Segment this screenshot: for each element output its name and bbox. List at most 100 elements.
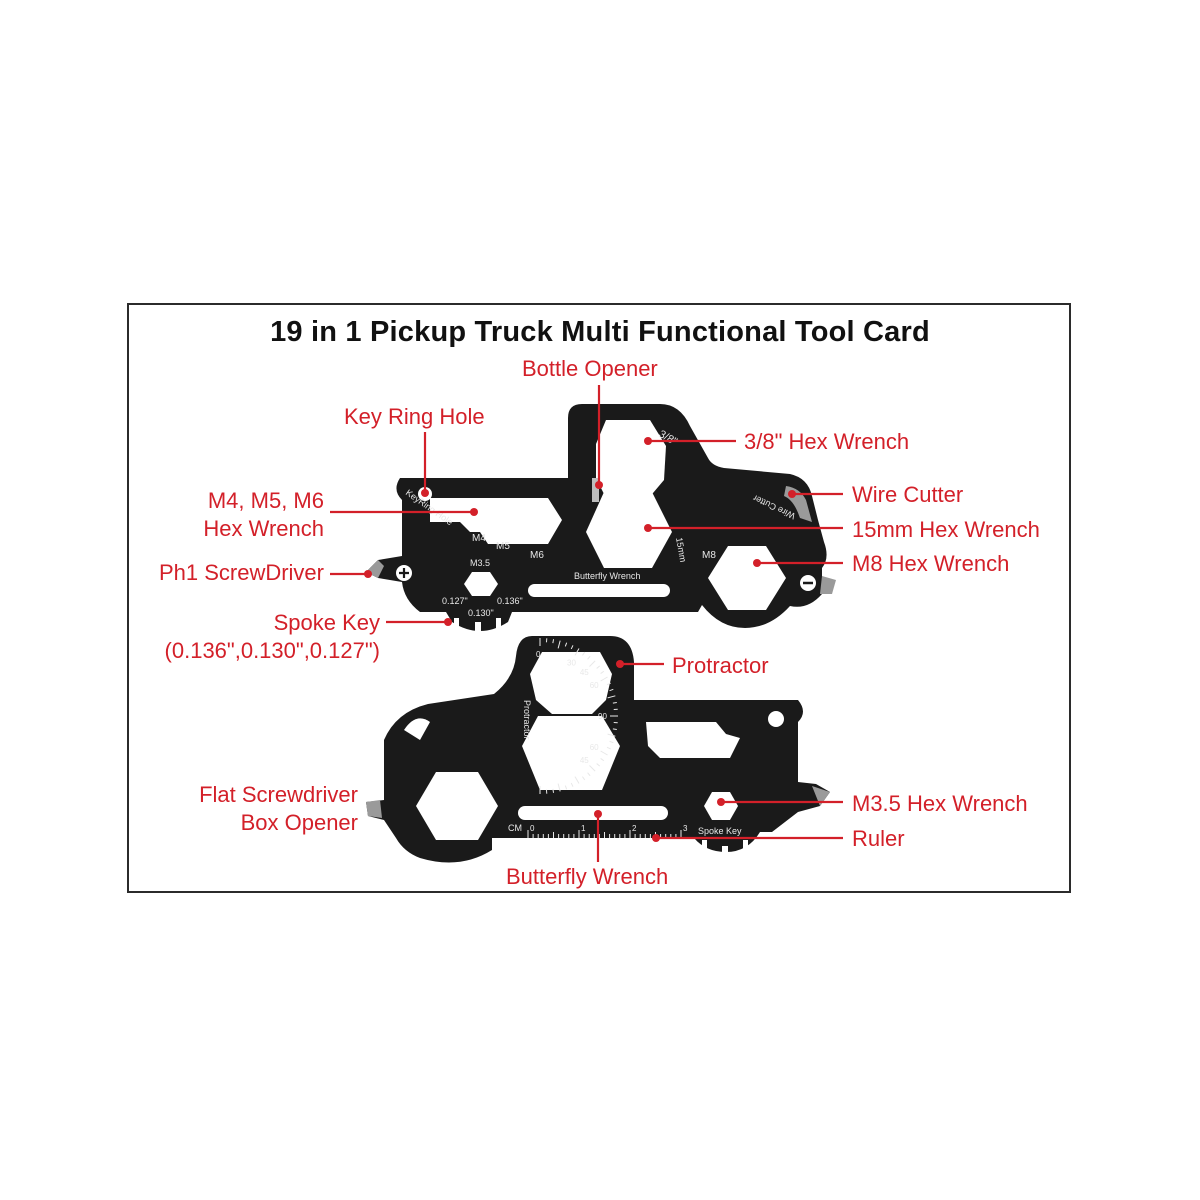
fifteen-mm-hex-opening xyxy=(586,492,672,568)
protractor-tick xyxy=(574,648,580,656)
callout-spoke-key: Spoke Key (0.136",0.130",0.127") xyxy=(165,610,452,663)
callout-hex-15mm: 15mm Hex Wrench xyxy=(644,517,1040,542)
callout-hex-m8: M8 Hex Wrench xyxy=(753,551,1009,576)
label-wire-cutter: Wire Cutter xyxy=(852,482,963,507)
etched-m5: M5 xyxy=(496,541,510,552)
etched-cm: CM xyxy=(508,823,522,833)
etched-m6: M6 xyxy=(530,550,544,561)
protractor-tick xyxy=(612,701,617,704)
protractor-tick xyxy=(589,765,596,772)
protractor-tick xyxy=(582,651,586,656)
protractor-tick xyxy=(596,763,601,767)
bottle-opener-notch xyxy=(592,478,599,502)
etched-0130: 0.130" xyxy=(468,608,494,618)
protractor-tick xyxy=(557,783,561,792)
protractor-angle-label: 30 xyxy=(567,658,576,667)
m4-m5-m6-hex-slot xyxy=(430,498,562,544)
label-ruler: Ruler xyxy=(852,826,905,851)
bottle-notch-bottom xyxy=(404,718,430,740)
label-butterfly: Butterfly Wrench xyxy=(506,864,668,889)
protractor-tick xyxy=(564,642,568,647)
etched-m35: M3.5 xyxy=(470,558,490,568)
label-hex-15mm: 15mm Hex Wrench xyxy=(852,517,1040,542)
protractor-tick xyxy=(557,640,561,649)
flat-screwdriver-tip xyxy=(366,800,382,818)
protractor-tick xyxy=(600,676,608,682)
etched-0127: 0.127" xyxy=(442,596,468,606)
protractor-tick xyxy=(582,776,586,781)
right-tip-bottom xyxy=(812,786,830,806)
protractor-tick xyxy=(552,639,555,644)
protractor-tick xyxy=(574,776,580,784)
protractor-angle-label: 45 xyxy=(580,668,589,677)
protractor-ticks xyxy=(539,638,618,794)
label-hex-m8: M8 Hex Wrench xyxy=(852,551,1009,576)
label-flat-line2: Box Opener xyxy=(241,810,358,835)
protractor-tick xyxy=(570,645,574,650)
ruler-label: 1 xyxy=(581,824,586,833)
ruler-label: 2 xyxy=(632,824,637,833)
protractor-tick xyxy=(600,750,608,756)
spoke-key-teeth-bottom xyxy=(702,840,748,856)
butterfly-slot-bottom xyxy=(518,806,668,820)
protractor-tick xyxy=(587,772,591,777)
label-bottle-opener: Bottle Opener xyxy=(522,356,658,381)
protractor-tick xyxy=(609,740,614,744)
label-ph1: Ph1 ScrewDriver xyxy=(159,560,324,585)
spoke-key-teeth xyxy=(454,618,501,634)
protractor-tick xyxy=(612,728,617,731)
protractor-tick xyxy=(607,733,616,737)
protractor-angle-label: 45 xyxy=(580,756,589,765)
label-spoke-key-line1: Spoke Key xyxy=(274,610,380,635)
label-protractor: Protractor xyxy=(672,653,769,678)
protractor-angle-label: 90 xyxy=(598,712,607,721)
protractor-hex-opening-lower xyxy=(522,716,620,790)
callout-hex-38: 3/8" Hex Wrench xyxy=(644,429,909,454)
callout-protractor: Protractor xyxy=(616,653,769,678)
etched-butterfly: Butterfly Wrench xyxy=(574,571,640,581)
callout-ruler: Ruler xyxy=(652,826,905,851)
phillips-plus-icon xyxy=(396,565,412,581)
bottom-hole xyxy=(768,711,784,727)
protractor-tick xyxy=(606,746,611,750)
callout-bottle-opener: Bottle Opener xyxy=(522,356,658,489)
protractor-tick xyxy=(570,782,574,787)
top-truck-tool: KeyRing Hole 3/8" Wire Cutter M4 M5 M6 M… xyxy=(366,404,836,634)
protractor-tick xyxy=(552,788,555,793)
large-hex-opening xyxy=(416,772,498,840)
etched-protractor: Protractor xyxy=(522,700,532,740)
etched-15mm: 15mm xyxy=(674,537,688,563)
etched-m4: M4 xyxy=(472,533,486,544)
etched-spoke-key: Spoke Key xyxy=(698,826,742,836)
top-flat-tip xyxy=(820,576,836,594)
protractor-tick xyxy=(609,688,614,692)
label-hex-m35: M3.5 Hex Wrench xyxy=(852,791,1028,816)
diagram-title: 19 in 1 Pickup Truck Multi Functional To… xyxy=(270,316,930,348)
window-opening xyxy=(646,722,740,758)
ruler-label: 0 xyxy=(530,824,535,833)
label-key-ring-hole: Key Ring Hole xyxy=(344,404,485,429)
callout-wire-cutter: Wire Cutter xyxy=(788,482,963,507)
label-hex-m456-line1: M4, M5, M6 xyxy=(208,488,324,513)
callout-butterfly-wrench: Butterfly Wrench xyxy=(506,810,668,889)
butterfly-slot xyxy=(528,584,670,597)
etched-0136: 0.136" xyxy=(497,596,523,606)
protractor-tick xyxy=(596,665,601,669)
label-spoke-key-line2: (0.136",0.130",0.127") xyxy=(165,638,380,663)
label-hex-38: 3/8" Hex Wrench xyxy=(744,429,909,454)
protractor-angle-label: 60 xyxy=(590,681,599,690)
m3-5-hex-opening xyxy=(464,572,498,596)
protractor-tick xyxy=(600,758,605,762)
protractor-hex-opening-upper xyxy=(530,652,612,714)
protractor-tick xyxy=(589,660,596,667)
callout-flat-screwdriver: Flat Screwdriver Box Opener xyxy=(199,782,358,835)
etched-m8: M8 xyxy=(702,550,716,561)
callout-hex-m456: M4, M5, M6 Hex Wrench xyxy=(203,488,478,541)
protractor-angle-label: 60 xyxy=(590,743,599,752)
ruler-ticks xyxy=(527,830,682,838)
protractor-tick xyxy=(607,695,616,699)
protractor-tick xyxy=(606,682,611,686)
